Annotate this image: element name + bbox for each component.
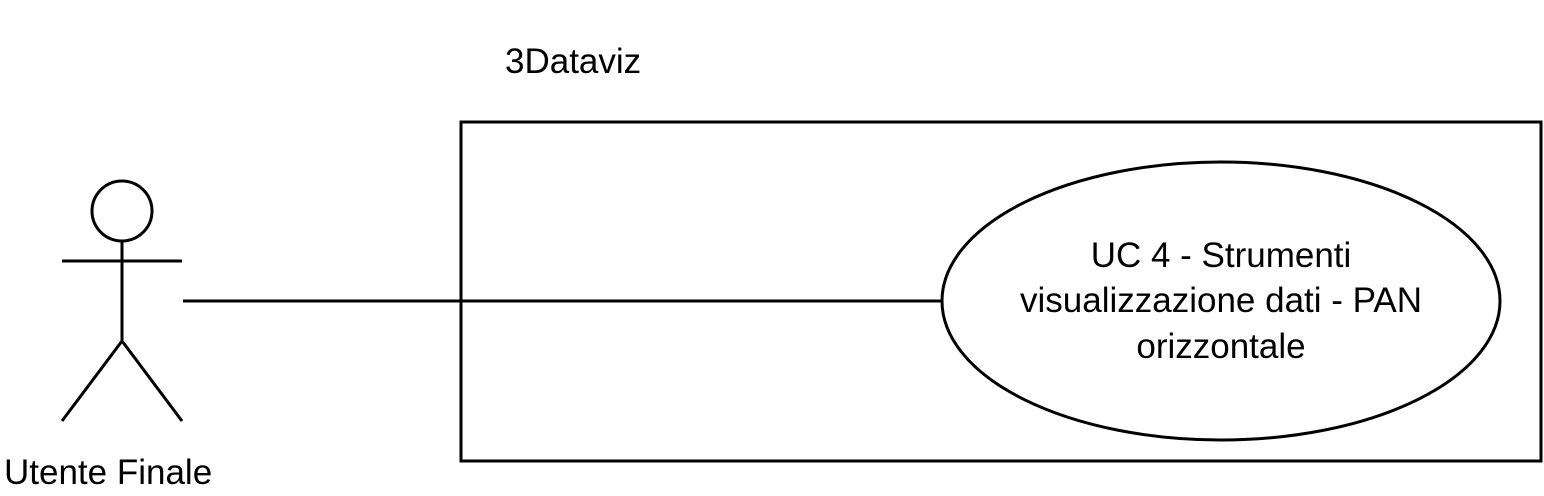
system-title: 3Dataviz [505, 42, 642, 81]
actor-figure [60, 179, 184, 422]
use-case-line: orizzontale [1136, 326, 1306, 366]
use-case-line: visualizzazione dati - PAN [1019, 281, 1423, 321]
actor-right-leg [120, 340, 184, 422]
use-case-label: UC 4 - Strumenti visualizzazione dati - … [942, 162, 1500, 440]
actor-head [90, 179, 154, 243]
use-case-ellipse [940, 160, 1502, 442]
actor-left-leg [60, 340, 124, 422]
system-boundary [459, 120, 1543, 463]
actor-label: Utente Finale [4, 453, 213, 492]
use-case-line: UC 4 - Strumenti [1090, 235, 1352, 275]
